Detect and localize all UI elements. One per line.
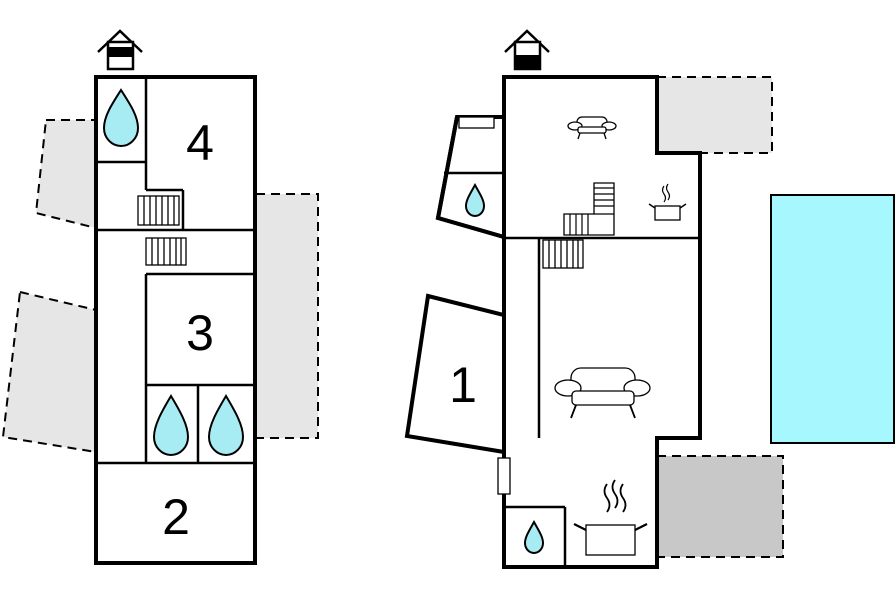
pool bbox=[770, 194, 895, 444]
staircase-icon bbox=[563, 182, 615, 236]
terrace-top-right bbox=[656, 76, 773, 154]
upper-floor-outline bbox=[94, 75, 257, 565]
room-number-2: 2 bbox=[162, 489, 190, 545]
room-1-outline bbox=[404, 293, 506, 455]
terrace-lower-left bbox=[1, 290, 97, 454]
terrace-upper-left bbox=[34, 119, 97, 230]
room-number-3: 3 bbox=[186, 305, 214, 361]
terrace-right bbox=[255, 193, 319, 439]
ground-floor-plan: 1 bbox=[404, 29, 895, 569]
kitchen-pot-icon bbox=[648, 183, 687, 221]
window bbox=[497, 457, 511, 495]
kitchen-pot-icon bbox=[573, 479, 648, 556]
entrance-icon bbox=[504, 29, 550, 71]
sofa-icon bbox=[567, 116, 617, 140]
sofa-icon bbox=[554, 367, 651, 419]
window bbox=[458, 116, 495, 129]
bathroom-annex bbox=[435, 116, 505, 239]
staircase-icon bbox=[137, 195, 180, 226]
staircase-icon bbox=[145, 237, 187, 266]
entrance-icon bbox=[97, 29, 143, 71]
room-number-4: 4 bbox=[186, 115, 214, 171]
bathroom-drop-icon bbox=[102, 88, 140, 147]
bathroom-drop-icon bbox=[207, 394, 245, 456]
room-number-1: 1 bbox=[449, 357, 477, 413]
bathroom-drop-icon bbox=[152, 394, 190, 456]
staircase-icon bbox=[542, 239, 584, 269]
bathroom-drop-icon bbox=[523, 519, 545, 554]
terrace-covered bbox=[656, 455, 784, 558]
upper-floor-plan: 4 3 2 bbox=[1, 29, 319, 565]
bathroom-drop-icon bbox=[464, 182, 486, 217]
